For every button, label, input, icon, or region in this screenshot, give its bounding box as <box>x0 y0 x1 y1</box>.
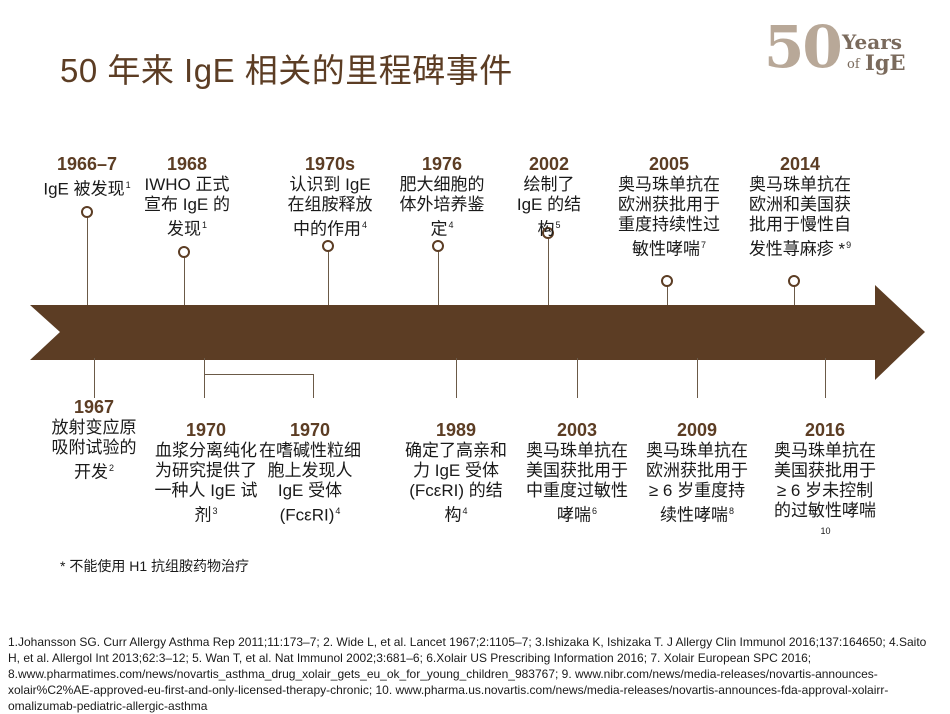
timeline-marker <box>81 206 93 218</box>
ref-marker: 4 <box>448 220 454 230</box>
timeline-stem <box>94 358 95 398</box>
timeline-marker <box>542 227 554 239</box>
logo-years: Years <box>842 30 903 54</box>
event-2016: 2016 奥马珠单抗在美国获批用于≥ 6 岁未控制的过敏性哮喘 10 <box>773 419 877 546</box>
ref-marker: 4 <box>335 506 341 516</box>
ref-marker: 1 <box>125 180 131 190</box>
logo-number: 50 <box>764 13 843 81</box>
event-year: 2016 <box>804 420 846 440</box>
50-years-of-ige-logo: 50 Years of IgE <box>764 18 914 86</box>
timeline-stem <box>87 217 88 305</box>
timeline-arrow <box>30 285 925 380</box>
ref-marker: 7 <box>700 240 706 250</box>
timeline-marker <box>661 275 673 287</box>
event-year: 1976 <box>421 154 463 174</box>
footnote: * 不能使用 H1 抗组胺药物治疗 <box>60 558 250 574</box>
timeline-marker <box>788 275 800 287</box>
timeline-stem <box>548 232 549 305</box>
references: 1.Johansson SG. Curr Allergy Asthma Rep … <box>8 635 927 713</box>
event-text: IWHO 正式宣布 IgE 的发现 <box>144 175 230 239</box>
ref-marker: 5 <box>555 220 561 230</box>
ref-marker: 1 <box>201 220 207 230</box>
event-year: 2003 <box>556 420 598 440</box>
event-text: 确定了高亲和力 IgE 受体 (FcεRI) 的结构 <box>405 441 507 525</box>
event-text: 放射变应原吸附试验的开发 <box>51 418 137 482</box>
event-text: 奥马珠单抗在欧洲获批用于≥ 6 岁重度持续性哮喘 <box>646 441 748 525</box>
logo-ige: IgE <box>865 50 906 75</box>
timeline-stem <box>794 285 795 305</box>
event-1970-plasma: 1970 血浆分离纯化为研究提供了一种人 IgE 试剂3 <box>154 419 258 526</box>
event-1967: 1967 放射变应原吸附试验的开发2 <box>44 396 144 483</box>
event-text: 奥马珠单抗在欧洲和美国获批用于慢性自发性荨麻疹 * <box>748 175 851 259</box>
event-2005: 2005 奥马珠单抗在欧洲获批用于重度持续性过敏性哮喘7 <box>617 153 721 260</box>
timeline-stem <box>184 257 185 305</box>
page-title: 50 年来 IgE 相关的里程碑事件 <box>60 52 513 89</box>
event-year: 2014 <box>779 154 821 174</box>
ref-marker: 8 <box>728 506 734 516</box>
logo-of: of <box>847 57 860 72</box>
event-2002: 2002 绘制了 IgE 的结构5 <box>510 153 588 240</box>
timeline-marker <box>322 240 334 252</box>
timeline-stem <box>667 285 668 305</box>
timeline-stem <box>204 358 205 398</box>
event-year: 1967 <box>73 397 115 417</box>
event-year: 1966–7 <box>56 154 118 174</box>
timeline-stem <box>577 358 578 398</box>
ref-marker: 6 <box>591 506 597 516</box>
timeline-stem <box>697 358 698 398</box>
event-2014: 2014 奥马珠单抗在欧洲和美国获批用于慢性自发性荨麻疹 *9 <box>748 153 852 260</box>
ref-marker: 10 <box>820 526 831 536</box>
event-text: 绘制了 IgE 的结构 <box>516 175 582 239</box>
event-text: 在嗜碱性粒细胞上发现人 IgE 受体 (FcεRI) <box>259 441 361 525</box>
event-text: 奥马珠单抗在欧洲获批用于重度持续性过敏性哮喘 <box>618 175 720 259</box>
timeline-marker <box>178 246 190 258</box>
event-1966-7: 1966–7 IgE 被发现1 <box>35 153 139 200</box>
event-year: 2009 <box>676 420 718 440</box>
event-text: 奥马珠单抗在美国获批用于≥ 6 岁未控制的过敏性哮喘 <box>774 441 876 520</box>
event-text: IgE 被发现 <box>43 179 125 199</box>
ref-marker: 4 <box>361 220 367 230</box>
event-1970-receptor: 1970 在嗜碱性粒细胞上发现人 IgE 受体 (FcεRI)4 <box>258 419 362 526</box>
event-text: 认识到 IgE 在组胺释放中的作用 <box>287 175 373 239</box>
event-year: 2002 <box>528 154 570 174</box>
timeline-stem <box>313 374 314 398</box>
timeline-stem <box>204 374 314 375</box>
ref-marker: 9 <box>846 240 852 250</box>
timeline-stem <box>456 358 457 398</box>
event-text: 肥大细胞的体外培养鉴定 <box>399 175 485 239</box>
event-year: 1968 <box>166 154 208 174</box>
event-1989: 1989 确定了高亲和力 IgE 受体 (FcεRI) 的结构4 <box>404 419 508 526</box>
timeline-stem <box>438 248 439 305</box>
timeline-marker <box>432 240 444 252</box>
event-year: 1970 <box>185 420 227 440</box>
ref-marker: 4 <box>462 506 468 516</box>
event-2003: 2003 奥马珠单抗在美国获批用于中重度过敏性哮喘6 <box>525 419 629 526</box>
event-2009: 2009 奥马珠单抗在欧洲获批用于≥ 6 岁重度持续性哮喘8 <box>645 419 749 526</box>
event-year: 2005 <box>648 154 690 174</box>
ref-marker: 2 <box>108 463 114 473</box>
event-1968: 1968 IWHO 正式宣布 IgE 的发现1 <box>138 153 236 240</box>
ref-marker: 3 <box>212 506 218 516</box>
event-text: 奥马珠单抗在美国获批用于中重度过敏性哮喘 <box>526 441 628 525</box>
event-year: 1970 <box>289 420 331 440</box>
event-1976: 1976 肥大细胞的体外培养鉴定4 <box>392 153 492 240</box>
timeline-stem <box>328 248 329 305</box>
event-year: 1989 <box>435 420 477 440</box>
event-1970s: 1970s 认识到 IgE 在组胺释放中的作用4 <box>280 153 380 240</box>
timeline-stem <box>825 358 826 398</box>
event-year: 1970s <box>304 154 356 174</box>
event-text: 血浆分离纯化为研究提供了一种人 IgE 试剂 <box>154 441 258 525</box>
